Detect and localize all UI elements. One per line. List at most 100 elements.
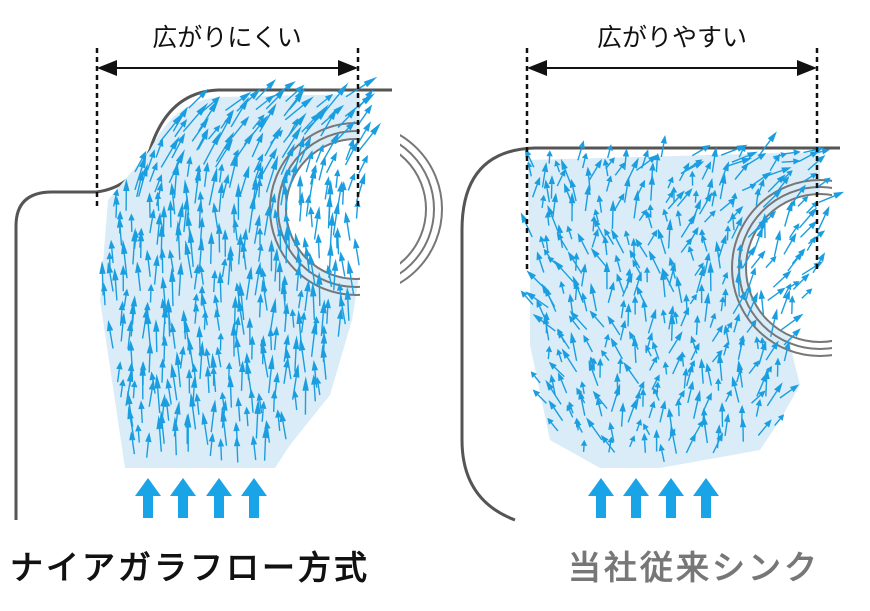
- flow-arrow-icon: [721, 271, 729, 285]
- left-dim-arrowhead-left-icon: [97, 60, 117, 76]
- flow-arrow-icon: [696, 264, 705, 294]
- flow-arrow-icon: [558, 372, 568, 394]
- right-dimension-label: 広がりやすい: [597, 23, 747, 52]
- flow-arrow-icon: [763, 368, 770, 397]
- flow-arrow-icon: [232, 218, 239, 241]
- flow-arrow-icon: [210, 399, 217, 433]
- flow-arrow-icon: [214, 308, 221, 331]
- flow-arrow-icon: [197, 131, 208, 150]
- flow-arrow-icon: [122, 288, 130, 308]
- flow-arrow-icon: [540, 194, 547, 209]
- flow-arrow-icon: [733, 313, 741, 333]
- flow-arrow-icon: [131, 227, 138, 265]
- flow-arrow-icon: [239, 360, 246, 391]
- flow-arrow-icon: [263, 203, 271, 236]
- flow-arrow-icon: [285, 84, 305, 103]
- flow-arrow-icon: [709, 312, 717, 328]
- right-inflow-arrows: [588, 478, 719, 518]
- flow-arrow-icon: [324, 176, 331, 200]
- flow-arrow-icon: [177, 261, 184, 296]
- flow-arrow-icon: [156, 415, 163, 452]
- flow-arrow-icon: [606, 144, 613, 159]
- flow-arrow-icon: [672, 311, 680, 324]
- flow-arrow-icon: [789, 223, 800, 239]
- inflow-arrow-icon: [170, 478, 196, 518]
- right-panel: 広がりやすい: [460, 23, 870, 522]
- flow-arrow-icon: [780, 313, 804, 331]
- flow-arrow-icon: [301, 112, 321, 133]
- flow-arrow-icon: [525, 291, 549, 309]
- flow-arrow-icon: [700, 233, 708, 252]
- flow-arrow-icon: [690, 342, 700, 361]
- flow-arrow-icon: [651, 374, 660, 390]
- flow-arrow-icon: [755, 398, 762, 417]
- flow-arrow-icon: [742, 246, 755, 269]
- flow-arrow-icon: [265, 89, 285, 110]
- flow-arrow-icon: [545, 379, 562, 405]
- flow-arrow-icon: [308, 252, 316, 285]
- right-dim-arrowhead-left-icon: [527, 60, 547, 76]
- flow-arrow-icon: [723, 413, 731, 437]
- flow-arrow-icon: [215, 346, 222, 368]
- flow-arrow-icon: [566, 404, 574, 418]
- flow-arrow-icon: [310, 319, 318, 357]
- flow-arrow-icon: [230, 96, 250, 128]
- flow-arrow-icon: [596, 194, 603, 213]
- flow-arrow-icon: [316, 271, 323, 307]
- flow-arrow-icon: [586, 417, 603, 441]
- flow-arrow-icon: [338, 251, 346, 277]
- flow-arrow-icon: [591, 228, 599, 248]
- flow-arrow-icon: [262, 147, 278, 175]
- flow-arrow-icon: [237, 297, 245, 335]
- flow-arrow-icon: [580, 292, 588, 312]
- flow-arrow-icon: [654, 152, 661, 173]
- flow-arrow-icon: [315, 144, 324, 163]
- flow-arrow-icon: [300, 311, 307, 333]
- flow-arrow-icon: [623, 361, 640, 385]
- flow-arrow-icon: [123, 178, 130, 211]
- flow-arrow-icon: [344, 141, 358, 166]
- flow-arrow-icon: [593, 208, 600, 223]
- flow-arrow-icon: [186, 156, 193, 177]
- flow-arrow-icon: [548, 361, 565, 378]
- flow-arrow-icon: [597, 358, 604, 378]
- flow-arrow-icon: [126, 319, 134, 350]
- flow-arrow-icon: [260, 338, 269, 378]
- flow-arrow-icon: [605, 175, 613, 192]
- flow-arrow-icon: [669, 314, 676, 341]
- flow-arrow-icon: [543, 314, 550, 341]
- flow-arrow-icon: [161, 303, 169, 341]
- flow-arrow-icon: [623, 176, 631, 203]
- flow-arrow-icon: [253, 214, 261, 244]
- flow-arrow-icon: [145, 432, 152, 458]
- flow-arrow-icon: [357, 104, 373, 126]
- flow-arrow-icon: [648, 400, 656, 419]
- flow-arrow-icon: [271, 390, 278, 412]
- flow-arrow-icon: [660, 269, 667, 298]
- flow-arrow-icon: [645, 210, 653, 229]
- flow-arrow-icon: [146, 149, 156, 171]
- flow-arrow-icon: [584, 184, 591, 212]
- flow-arrow-icon: [337, 307, 344, 337]
- flow-arrow-icon: [172, 416, 179, 456]
- flow-arrow-icon: [347, 259, 355, 296]
- right-drain: [731, 160, 870, 380]
- flow-arrow-icon: [308, 165, 317, 200]
- flow-arrow-icon: [682, 367, 689, 389]
- flow-arrow-icon: [667, 176, 674, 189]
- flow-arrow-icon: [222, 229, 229, 257]
- flow-arrow-icon: [711, 324, 723, 342]
- left-dimension-label: 広がりにくい: [152, 23, 302, 52]
- flow-arrow-icon: [145, 249, 152, 277]
- flow-arrow-icon: [710, 189, 718, 207]
- flow-arrow-icon: [546, 150, 553, 164]
- flow-arrow-icon: [617, 357, 624, 374]
- flow-arrow-icon: [175, 351, 182, 388]
- flow-arrow-icon: [783, 232, 797, 255]
- flow-arrow-icon: [765, 256, 777, 269]
- flow-arrow-icon: [234, 335, 241, 367]
- flow-arrow-icon: [616, 273, 625, 294]
- flow-arrow-icon: [208, 432, 215, 457]
- flow-arrow-icon: [623, 230, 630, 246]
- flow-arrow-icon: [545, 345, 553, 360]
